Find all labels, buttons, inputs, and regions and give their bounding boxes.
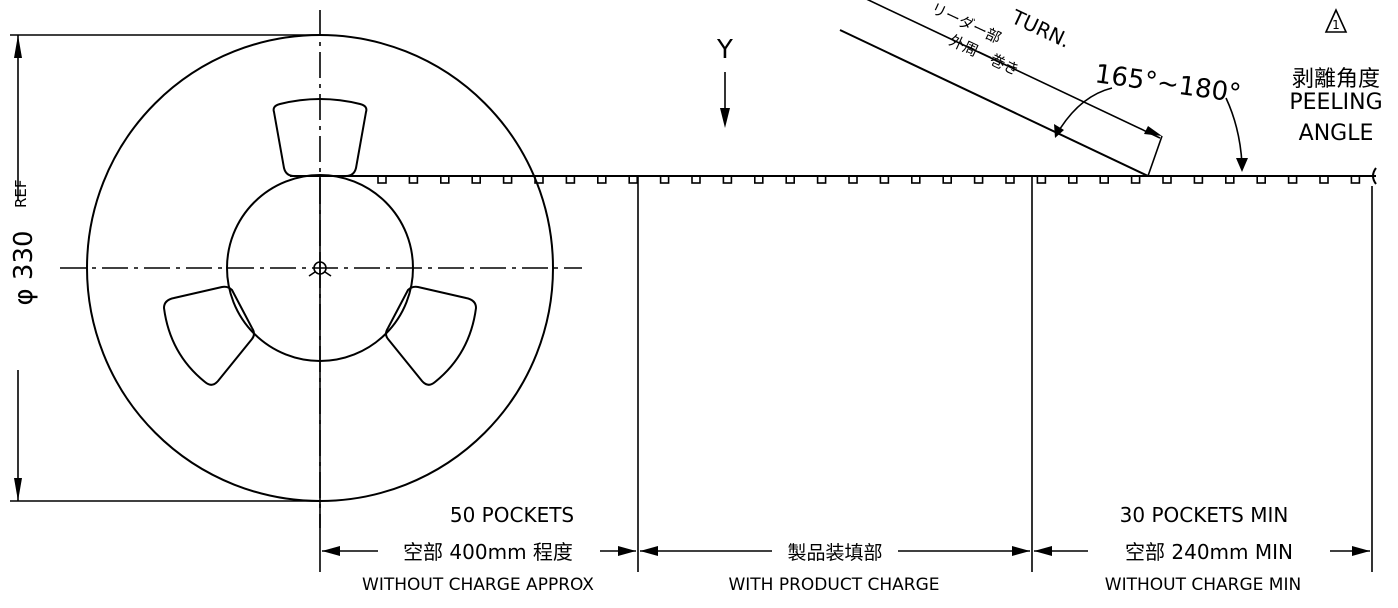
section-2-middle: 製品装填部 xyxy=(787,542,882,564)
diameter-arrow-bottom xyxy=(14,478,22,501)
dim-arrow-2b xyxy=(1012,546,1030,556)
tape-pocket xyxy=(1130,175,1141,184)
leader-dimension xyxy=(866,0,1161,139)
tape-pocket xyxy=(785,175,796,184)
reel-window-left xyxy=(162,285,255,386)
revision-triangle xyxy=(1324,8,1348,33)
tape-pocket xyxy=(1225,175,1235,184)
section-3-top: 30 POCKETS MIN xyxy=(1120,503,1289,527)
tape-pocket xyxy=(973,175,984,184)
tape-pocket xyxy=(659,175,670,184)
dim-arrow-3a xyxy=(1034,546,1052,556)
peeling-angle-ja: 剥離角度 xyxy=(1292,67,1380,92)
angle-arc-outer xyxy=(1225,97,1243,165)
tape-pocket xyxy=(596,175,607,184)
peeling-angle-en-2: ANGLE xyxy=(1299,121,1374,146)
tape-pocket xyxy=(722,175,733,184)
tape-pocket xyxy=(816,175,827,184)
section-1-top: 50 POCKETS xyxy=(450,503,574,527)
tape-pocket xyxy=(848,175,858,184)
angle-arc-inner xyxy=(1057,87,1113,133)
tape-pocket xyxy=(691,175,701,184)
tape-pocket xyxy=(1005,175,1015,184)
dim-arrow-2a xyxy=(640,546,658,556)
tape-pocket xyxy=(910,175,921,184)
revision-number: 1 xyxy=(1332,18,1340,32)
angle-arrow-inner xyxy=(1054,124,1064,138)
dim-arrow-1a xyxy=(322,546,340,556)
cover-tape xyxy=(839,29,1149,177)
tape-pocket xyxy=(502,175,513,184)
reel-window-right xyxy=(385,285,478,386)
tape-pocket xyxy=(534,175,544,184)
tape-pocket xyxy=(628,175,639,184)
angle-value: 165°~180° xyxy=(1093,59,1243,109)
leader-label-en: TURN. xyxy=(1007,4,1074,52)
tape-pocket xyxy=(1350,175,1361,184)
section-3-middle: 空部 240mm MIN xyxy=(1125,540,1293,564)
tape-pocket xyxy=(1287,175,1298,184)
tape-break-mark xyxy=(1372,167,1377,185)
tape-pocket xyxy=(1162,175,1172,184)
tape-pocket xyxy=(1036,175,1047,184)
tape-pocket xyxy=(1193,175,1204,184)
tape-pocket xyxy=(408,175,419,184)
tape-pocket xyxy=(1256,175,1266,184)
tape-pocket xyxy=(439,175,450,184)
direction-label: Y xyxy=(716,35,733,65)
tape-pocket xyxy=(1099,175,1109,184)
tape-pocket xyxy=(377,175,387,184)
diameter-arrow-top xyxy=(14,35,22,58)
section-1-middle: 空部 400mm 程度 xyxy=(403,540,573,564)
tape-pocket xyxy=(879,175,890,184)
diameter-ref: REF xyxy=(12,179,30,208)
tape-pocket xyxy=(942,175,953,184)
tape-pocket xyxy=(565,175,576,184)
diameter-label: φ 330 REF xyxy=(9,179,39,305)
dim-arrow-1b xyxy=(618,546,636,556)
diameter-value: φ 330 xyxy=(9,230,39,305)
section-3-bottom: WITHOUT CHARGE MIN xyxy=(1105,575,1301,595)
section-1-bottom: WITHOUT CHARGE APPROX xyxy=(362,575,594,595)
direction-arrow-head xyxy=(720,108,730,128)
tape-pockets xyxy=(377,175,1361,184)
leader-extension xyxy=(1147,135,1163,177)
tape-pocket xyxy=(1319,175,1329,184)
dim-arrow-3b xyxy=(1352,546,1370,556)
section-2-bottom: WITH PRODUCT CHARGE xyxy=(728,575,939,595)
angle-arrow-outer xyxy=(1236,158,1248,172)
tape-pocket xyxy=(753,175,764,184)
tape-pocket xyxy=(1068,175,1078,184)
leader-arrow xyxy=(1144,126,1162,136)
peeling-angle-en-1: PEELING xyxy=(1289,90,1382,115)
tape-pocket xyxy=(471,175,482,184)
